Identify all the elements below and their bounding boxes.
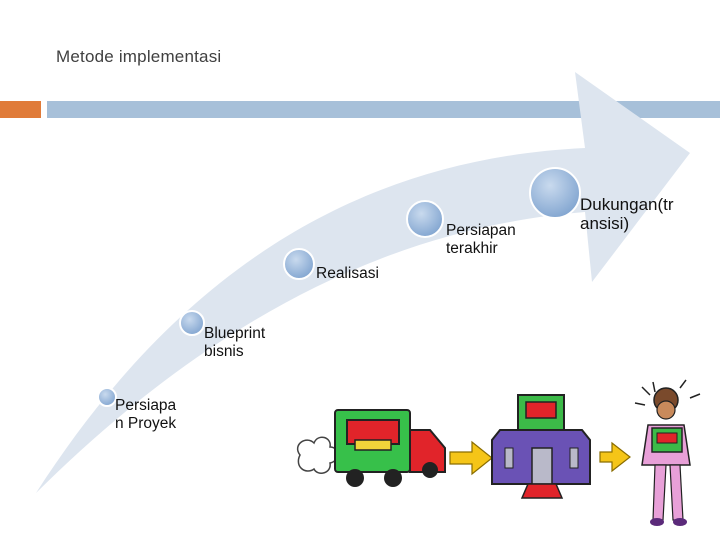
cart-with-cloud-icon xyxy=(296,409,446,487)
step-label-1: Persiapa n Proyek xyxy=(115,397,177,432)
title-accent-orange xyxy=(0,101,41,118)
milestone-circle-1 xyxy=(97,387,117,407)
step-label-4: Persiapan terakhir xyxy=(446,222,516,257)
milestone-circle-3 xyxy=(283,248,315,280)
milestone-circle-2 xyxy=(179,310,205,336)
step-label-5: Dukungan(tr ansisi) xyxy=(580,195,674,233)
milestone-circle-4 xyxy=(406,200,444,238)
arrow-right-icon xyxy=(599,441,631,473)
building-icon xyxy=(491,394,591,499)
progress-arrow xyxy=(36,72,690,493)
title-accent-blue xyxy=(47,101,720,118)
step-label-3: Realisasi xyxy=(316,265,379,282)
slide-title: Metode implementasi xyxy=(56,47,222,66)
milestone-circle-5 xyxy=(529,167,581,219)
arrow-right-icon xyxy=(449,440,493,476)
person-with-box-icon xyxy=(634,379,701,526)
step-label-2: Blueprint bisnis xyxy=(204,325,266,360)
